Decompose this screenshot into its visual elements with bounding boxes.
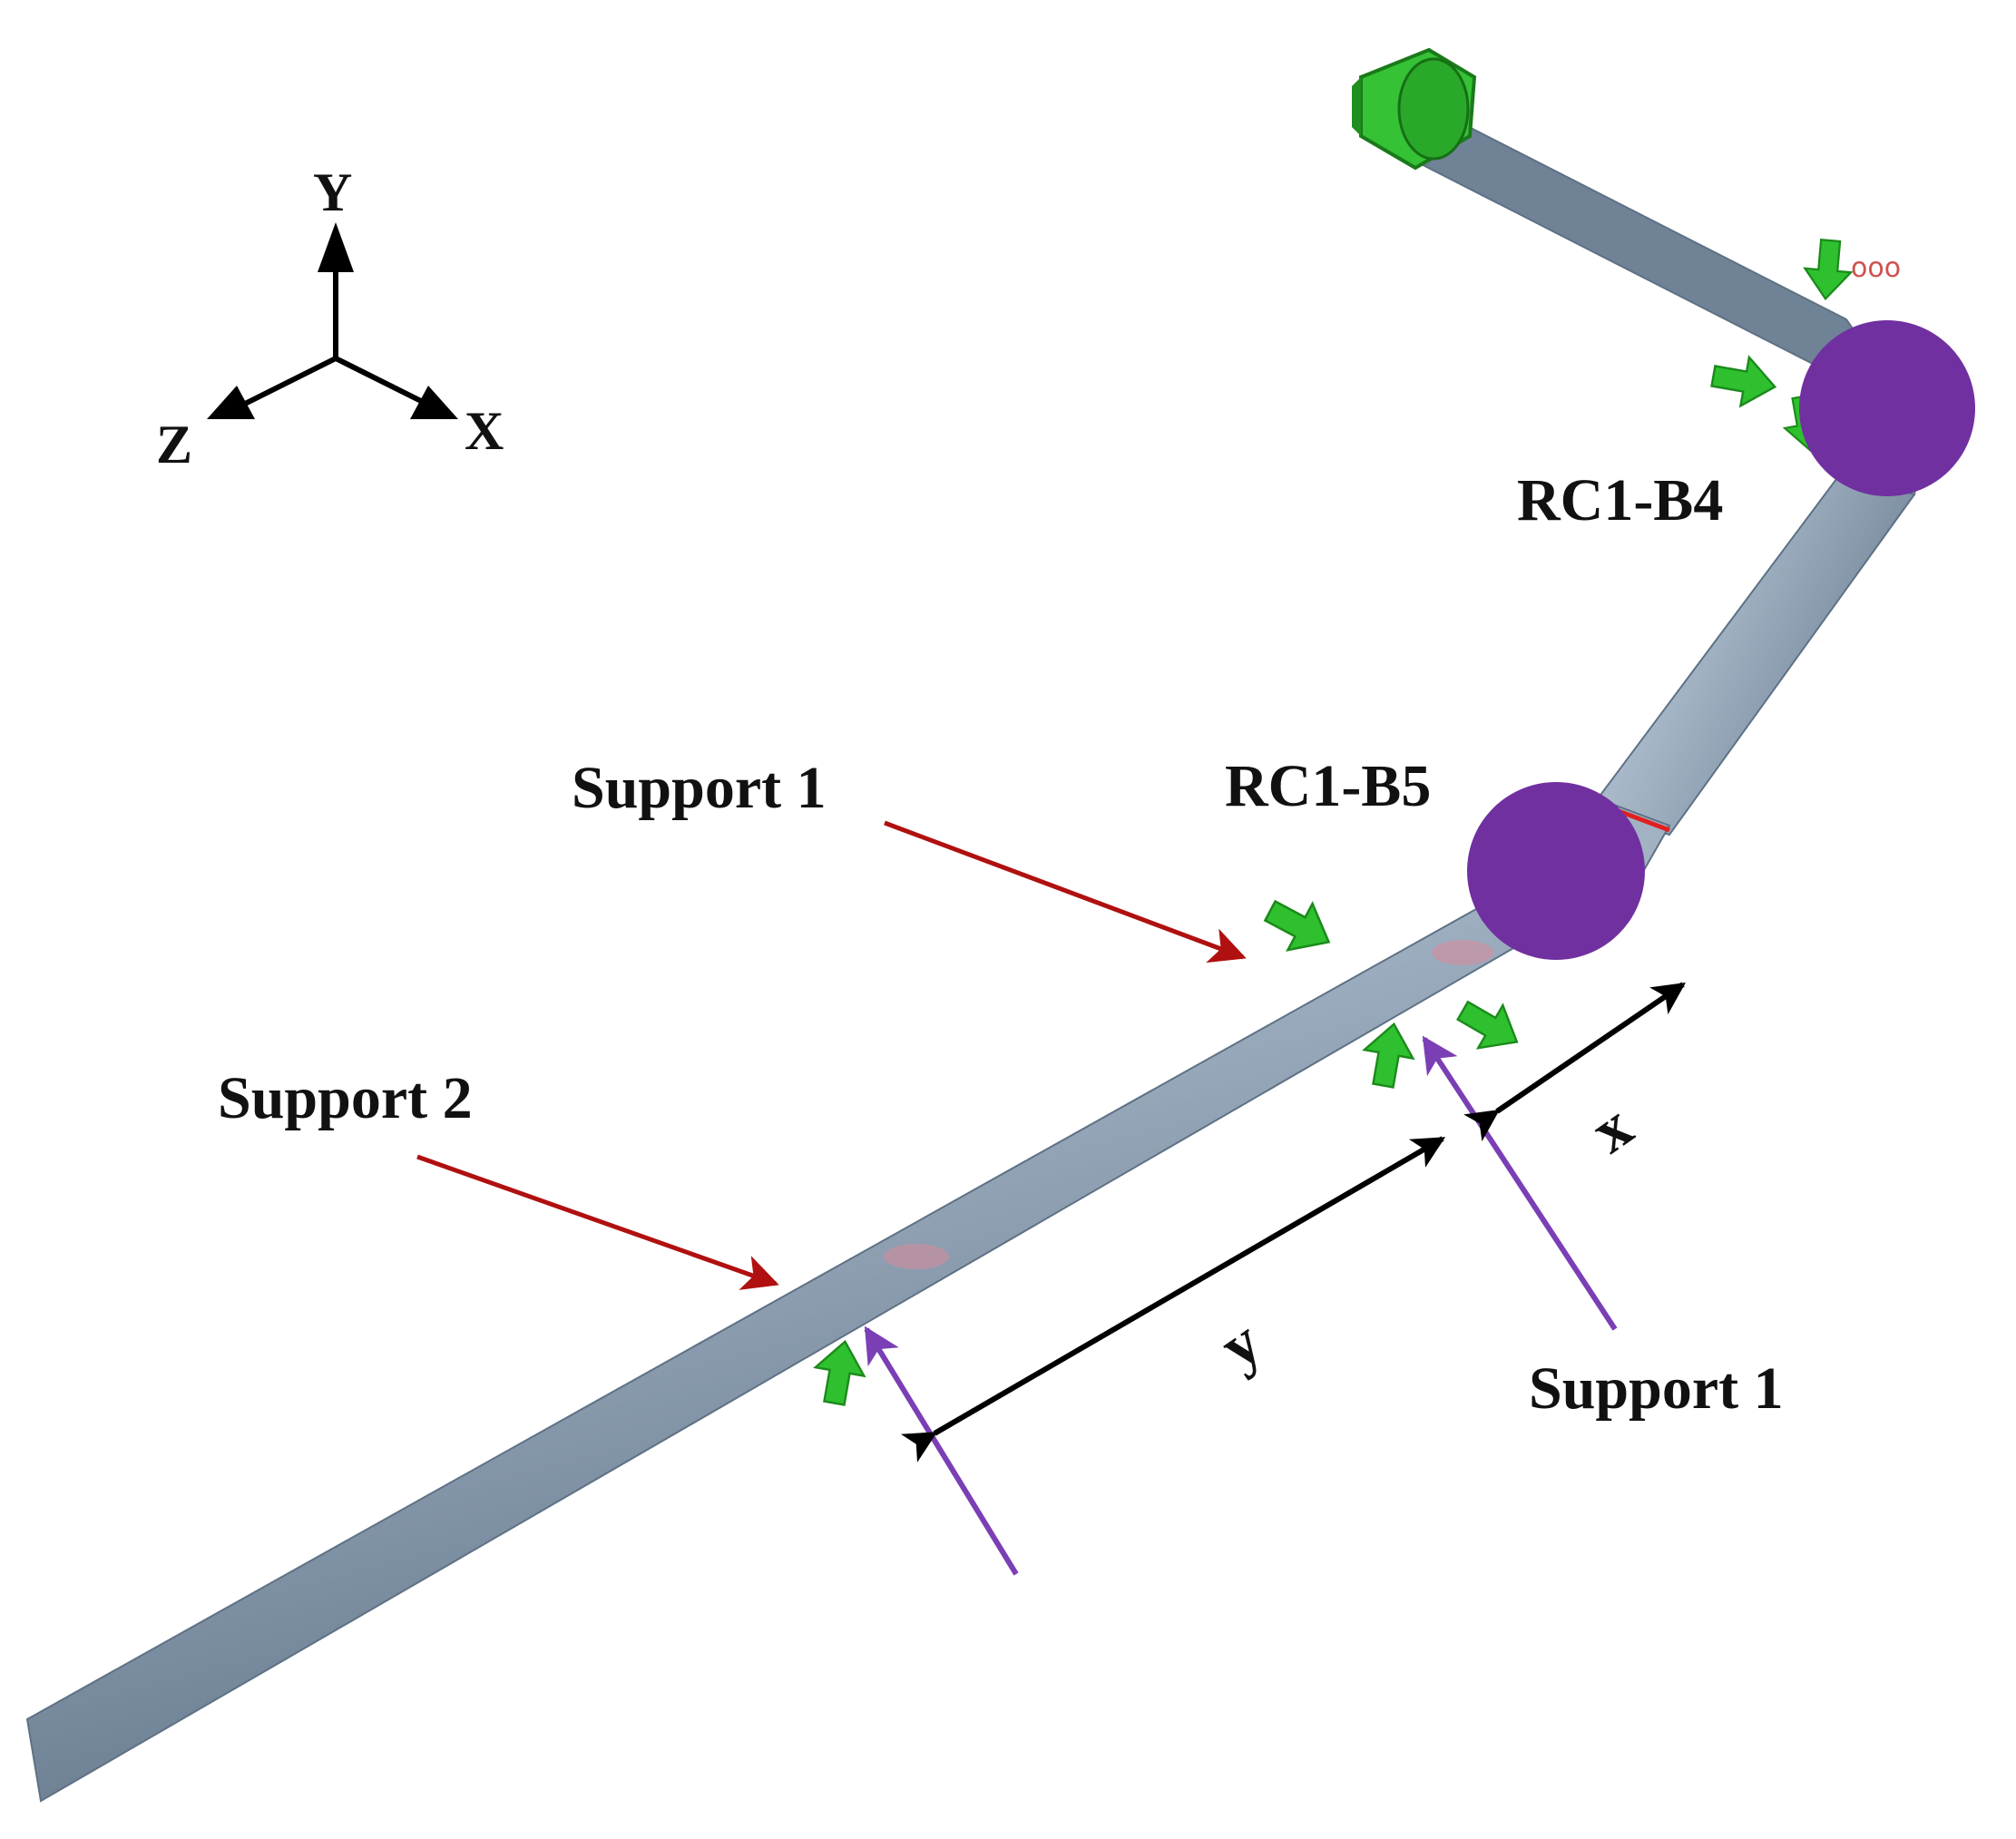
- x-axis-label: X: [465, 401, 504, 461]
- dimension-y-label: y: [1208, 1307, 1274, 1383]
- end-flange: [1352, 47, 1477, 171]
- y-axis-arrowhead: [318, 222, 354, 272]
- pipe-segment-top: [1400, 103, 1878, 387]
- support-arrow-icon: [1708, 350, 1781, 413]
- callout-arrow-support1-top: [884, 820, 1247, 964]
- label-support2: Support 2: [218, 1065, 473, 1131]
- pointer-arrow-support1-bottom: [1422, 1035, 1618, 1331]
- z-axis-line: [243, 356, 338, 406]
- z-axis-arrowhead: [207, 386, 255, 419]
- support-arrow-icon: [1257, 886, 1343, 967]
- x-axis-arrowhead: [410, 386, 458, 419]
- dimension-y-line: [900, 1136, 1446, 1462]
- dimension-x-line: [1463, 982, 1686, 1142]
- pipe: ooo: [25, 103, 1925, 1803]
- node-marker-rc1-b4: [1799, 320, 1975, 496]
- x-axis-line: [334, 356, 428, 406]
- constraint-mark-b5: [1432, 940, 1493, 965]
- flange-face: [1397, 57, 1470, 161]
- support-arrow-icon: [1801, 237, 1855, 302]
- y-axis-label: Y: [313, 162, 352, 222]
- z-axis-label: Z: [156, 415, 192, 474]
- pointer-arrow-support2: [864, 1325, 1019, 1576]
- label-support1-bottom: Support 1: [1529, 1355, 1784, 1422]
- node-marker-rc1-b5: [1467, 782, 1645, 960]
- dimension-x: x: [1463, 982, 1686, 1167]
- label-support1-top: Support 1: [572, 755, 827, 821]
- constraint-glyph-b4: ooo: [1851, 252, 1901, 284]
- coordinate-axes: Y X Z: [156, 162, 504, 474]
- constraint-mark-support2: [884, 1244, 949, 1269]
- flange-rim: [1352, 77, 1361, 136]
- label-rc1-b4: RC1-B4: [1517, 467, 1723, 533]
- dimension-x-label: x: [1579, 1091, 1645, 1167]
- support-arrow-icon: [1449, 988, 1531, 1065]
- pipe-segment-main: [25, 860, 1561, 1803]
- label-rc1-b5: RC1-B5: [1225, 753, 1431, 819]
- callout-arrow-support2: [416, 1154, 779, 1290]
